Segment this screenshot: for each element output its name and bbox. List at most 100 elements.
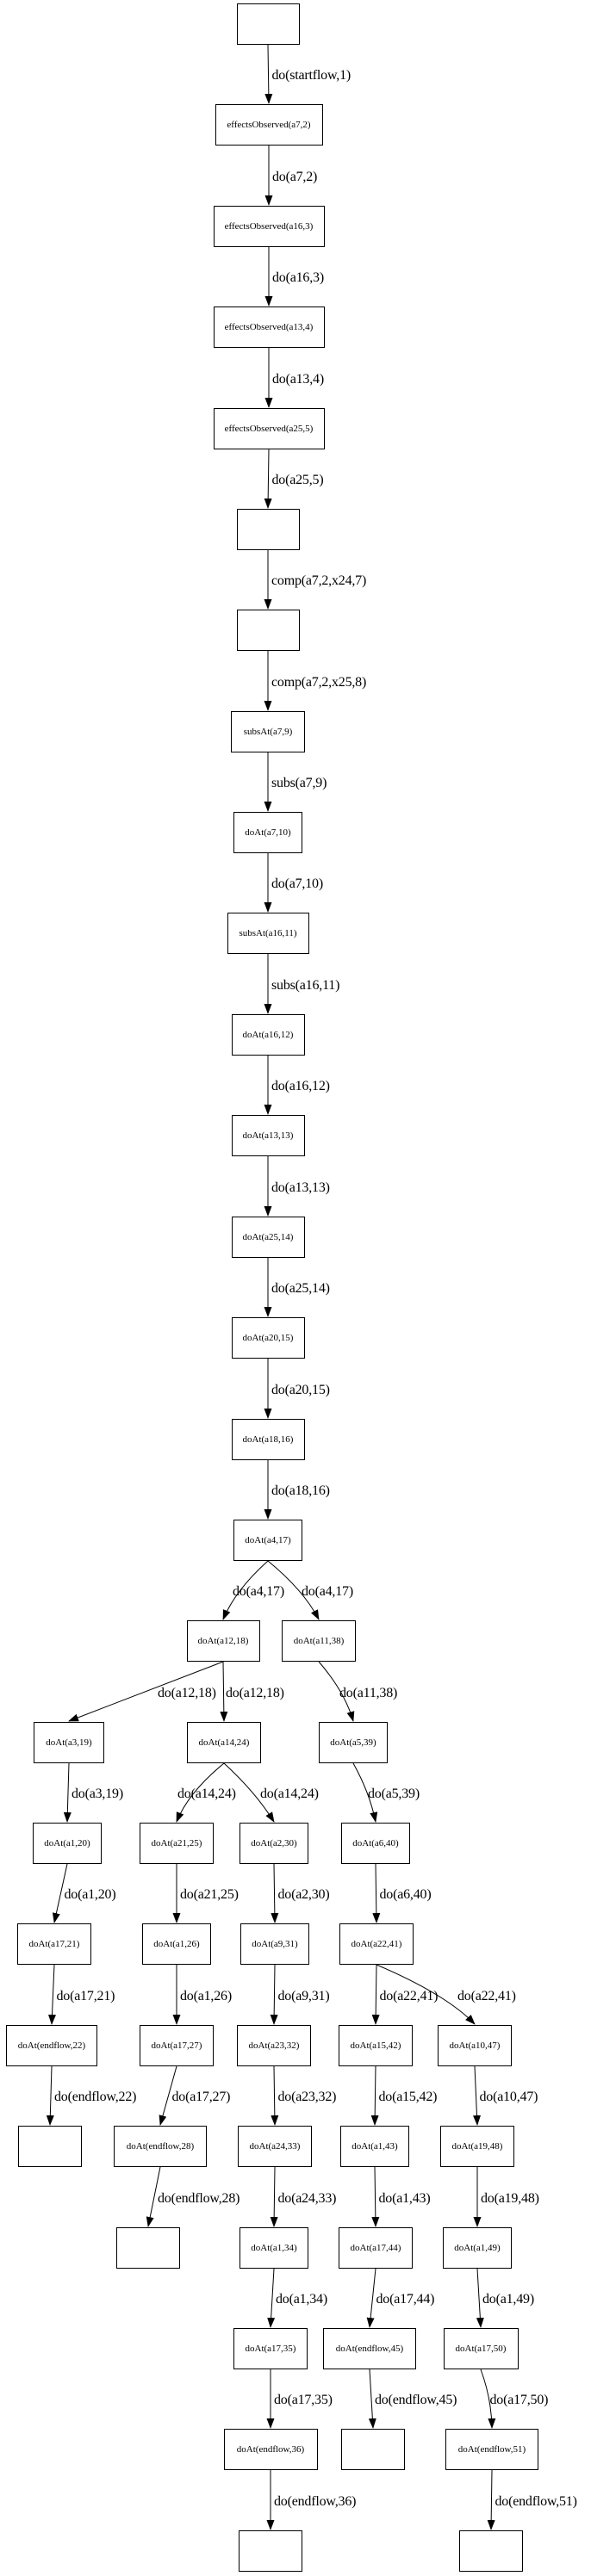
graph-edge (47, 1964, 56, 2025)
graph-node: doAt(a11,38) (282, 1620, 356, 1662)
edge-label: do(a16,12) (271, 1079, 330, 1093)
edge-label: do(a23,32) (277, 2090, 337, 2104)
edge-label: do(a1,26) (180, 1988, 232, 2003)
graph-node: doAt(a5,39) (319, 1722, 388, 1763)
graph-node: doAt(endflow,22) (6, 2025, 97, 2066)
edge-label: do(a11,38) (339, 1685, 398, 1700)
graph-node: doAt(a18,16) (231, 1419, 305, 1460)
edge-label: do(a17,27) (171, 2090, 231, 2104)
graph-node: doAt(a19,48) (440, 2126, 514, 2167)
graph-node: doAt(a17,21) (17, 1923, 91, 1965)
edge-label: do(a4,17) (233, 1584, 284, 1599)
graph-node: doAt(a4,17) (233, 1520, 302, 1561)
graph-node: doAt(a21,25) (140, 1823, 214, 1864)
graph-edge (46, 2065, 54, 2126)
graph-node: doAt(a22,41) (339, 1923, 414, 1965)
graph-edge (270, 2166, 278, 2227)
graph-node: doAt(a17,35) (233, 2328, 308, 2369)
edge-label: do(a22,41) (379, 1988, 439, 2003)
graph-node: doAt(a17,50) (443, 2328, 519, 2369)
graph-edge (159, 2065, 177, 2126)
graph-node: doAt(endflow,45) (323, 2328, 416, 2369)
edge-label: do(a20,15) (271, 1382, 330, 1397)
edge-label: do(a17,35) (274, 2393, 333, 2407)
graph-edge (223, 1762, 275, 1823)
edge-label: subs(a16,11) (271, 977, 340, 993)
edge-label: do(a6,40) (379, 1887, 432, 1902)
edge-label: do(endflow,22) (54, 2090, 137, 2104)
graph-edge (63, 1762, 72, 1823)
edge-label: do(a16,3) (272, 270, 324, 285)
graph-node-empty (236, 509, 300, 550)
graph-node: doAt(a25,14) (231, 1217, 305, 1258)
graph-node-empty (18, 2126, 82, 2167)
graph-edge (271, 1863, 279, 1923)
graph-node-empty (236, 3, 300, 45)
graph-node: doAt(a20,15) (231, 1317, 305, 1359)
edge-label: do(a1,49) (482, 2292, 534, 2307)
edge-label: do(a18,16) (271, 1483, 330, 1498)
graph-node: doAt(a13,13) (231, 1115, 305, 1156)
edge-label: do(a17,44) (376, 2292, 435, 2307)
graph-edge (176, 1762, 225, 1823)
edge-label: do(endflow,51) (495, 2493, 577, 2509)
edge-label: do(a14,24) (260, 1786, 319, 1801)
graph-node: doAt(a1,34) (240, 2227, 308, 2269)
graph-node: doAt(a14,24) (187, 1722, 261, 1763)
graph-node: doAt(a10,47) (438, 2025, 512, 2066)
edge-label: do(a1,34) (276, 2292, 327, 2307)
graph-edge (366, 2268, 376, 2328)
graph-node: effectsObserved(a13,4) (213, 307, 325, 348)
edge-label: do(a13,13) (271, 1180, 330, 1195)
edge-label: do(a5,39) (368, 1786, 420, 1801)
graph-edge (264, 44, 273, 104)
graph-node: doAt(a24,33) (238, 2126, 312, 2167)
graph-node-empty (239, 2530, 302, 2572)
edge-label: do(a13,4) (272, 371, 324, 387)
graph-edge (370, 2065, 379, 2126)
edge-label: do(a22,41) (457, 1988, 516, 2003)
graph-node: doAt(a1,49) (443, 2227, 512, 2269)
graph-edge (318, 1661, 355, 1722)
graph-node: doAt(endflow,51) (445, 2429, 538, 2470)
graph-node-empty (116, 2227, 180, 2269)
graph-node-empty (236, 610, 300, 651)
graph-edge (368, 2369, 376, 2429)
graph-node: doAt(endflow,28) (114, 2126, 207, 2167)
edge-label: do(a17,50) (489, 2393, 549, 2407)
edge-label: do(a25,5) (271, 473, 324, 487)
edge-label: do(a24,33) (277, 2190, 337, 2206)
edge-label: comp(a7,2,x24,7) (271, 573, 367, 588)
edge-label: do(a10,47) (479, 2090, 538, 2104)
graph-edge (487, 2469, 495, 2530)
edge-label: do(endflow,45) (375, 2393, 457, 2407)
graph-node: doAt(a17,44) (339, 2227, 413, 2269)
edge-label: do(a7,10) (271, 876, 323, 891)
edge-label: comp(a7,2,x25,8) (271, 674, 367, 690)
edge-label: do(startflow,1) (271, 68, 351, 83)
graph-edge (267, 1560, 320, 1620)
graph-node: doAt(a1,43) (340, 2126, 409, 2167)
edge-label: do(a25,14) (271, 1281, 330, 1296)
graph-node: effectsObserved(a7,2) (215, 104, 323, 146)
graph-node-empty (459, 2530, 523, 2572)
graph-node: doAt(a6,40) (341, 1823, 410, 1864)
graph-node: doAt(a3,19) (34, 1722, 104, 1763)
graph-edge (271, 2065, 279, 2126)
edge-label: do(a21,25) (180, 1887, 239, 1902)
graph-edge (222, 1560, 269, 1620)
edge-label: do(a14,24) (177, 1786, 236, 1801)
graph-edge (270, 1964, 278, 2025)
graph-edge (476, 2268, 484, 2328)
edge-label: do(a2,30) (277, 1887, 330, 1902)
graph-node: doAt(a12,18) (186, 1620, 260, 1662)
graph-node: doAt(a17,27) (140, 2025, 214, 2066)
graph-edge (473, 2065, 482, 2126)
graph-node: effectsObserved(a25,5) (213, 408, 325, 449)
edge-label: do(endflow,36) (274, 2493, 357, 2509)
graph-edge (267, 2268, 276, 2328)
graph-node: doAt(a2,30) (240, 1823, 308, 1864)
edge-label: do(a3,19) (72, 1786, 123, 1801)
edge-label: subs(a7,9) (271, 776, 327, 790)
